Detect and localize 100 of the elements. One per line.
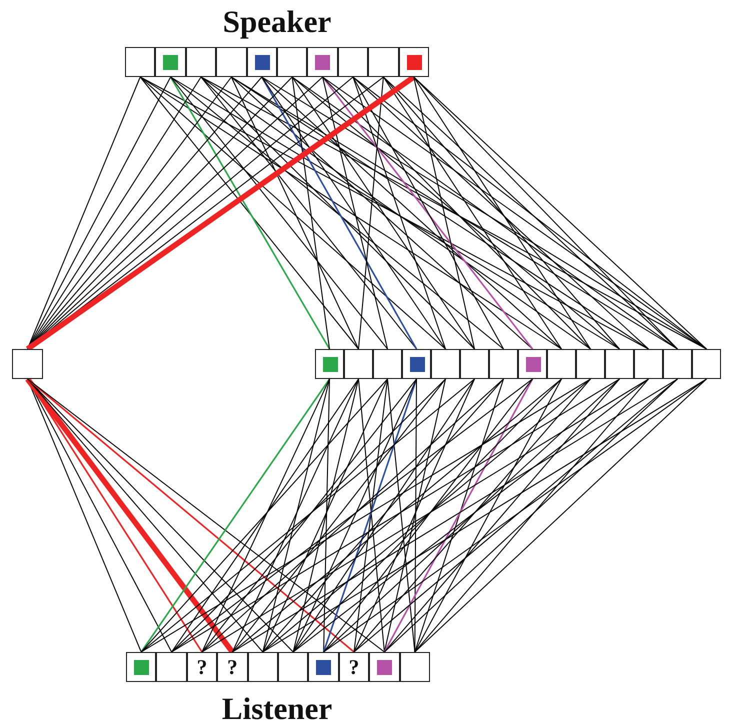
cell-box bbox=[576, 349, 605, 379]
connector-line bbox=[140, 378, 330, 652]
cell-box bbox=[663, 349, 692, 379]
connector-line bbox=[232, 378, 562, 652]
cell-box bbox=[338, 47, 368, 77]
connector-line bbox=[262, 378, 504, 652]
connector-line bbox=[170, 76, 504, 350]
connector-line bbox=[170, 76, 330, 350]
connector-line bbox=[352, 76, 446, 350]
connector-line bbox=[230, 76, 359, 350]
question-mark: ? bbox=[196, 656, 208, 678]
connector-line bbox=[323, 378, 330, 652]
connector-line bbox=[171, 378, 533, 652]
connector-line bbox=[200, 76, 417, 350]
cell-box bbox=[248, 652, 278, 682]
row-title: Speaker bbox=[222, 6, 332, 37]
connector-line bbox=[292, 76, 475, 350]
connector-line bbox=[322, 76, 534, 350]
connector-line bbox=[354, 378, 591, 652]
cell-box bbox=[460, 349, 489, 379]
cell-box bbox=[692, 349, 721, 379]
question-mark: ? bbox=[227, 656, 238, 678]
connector-line bbox=[200, 76, 475, 350]
connector-line bbox=[292, 76, 620, 350]
cell-box bbox=[373, 349, 402, 379]
row-title: Listener bbox=[222, 693, 332, 724]
connector-line bbox=[292, 378, 359, 652]
connector-line bbox=[384, 378, 446, 652]
cell-box bbox=[186, 652, 218, 682]
cell-box bbox=[216, 47, 247, 77]
connector-line bbox=[232, 378, 446, 652]
cell-box bbox=[315, 349, 344, 379]
cell-box bbox=[307, 47, 338, 77]
connector-line bbox=[202, 378, 417, 652]
cell-box bbox=[634, 349, 663, 379]
cell-box bbox=[489, 349, 518, 379]
connector-line bbox=[323, 378, 533, 652]
connector-line bbox=[232, 378, 359, 652]
cell-box bbox=[518, 349, 547, 379]
cell-box bbox=[277, 47, 308, 77]
cell-box bbox=[369, 652, 400, 682]
connector-line bbox=[202, 378, 330, 652]
cell-box bbox=[246, 47, 277, 77]
connector-line bbox=[262, 378, 330, 652]
connector-line bbox=[261, 76, 446, 350]
connector-line bbox=[322, 76, 388, 350]
cell-box bbox=[400, 652, 430, 682]
connector-line bbox=[262, 378, 388, 652]
connector-line bbox=[358, 378, 385, 652]
connector-line bbox=[292, 378, 417, 652]
cell-box bbox=[605, 349, 634, 379]
connector-line bbox=[354, 378, 475, 652]
cell-box bbox=[402, 349, 431, 379]
connector-line bbox=[358, 76, 384, 350]
cell-box bbox=[278, 652, 308, 682]
connector-line bbox=[140, 378, 475, 652]
connector-line bbox=[414, 378, 417, 652]
connector-line bbox=[414, 378, 649, 652]
connector-line bbox=[170, 76, 388, 350]
cell-box bbox=[126, 652, 156, 682]
connector-line bbox=[384, 378, 534, 652]
connector-line bbox=[292, 378, 562, 652]
connector-line bbox=[382, 76, 620, 350]
connector-line bbox=[414, 378, 504, 652]
cell-box bbox=[547, 349, 576, 379]
connector-line bbox=[262, 378, 591, 652]
connector-line bbox=[292, 378, 475, 652]
connector-line bbox=[354, 378, 388, 652]
connector-line bbox=[387, 378, 416, 652]
connector-line bbox=[261, 76, 418, 350]
connector-line bbox=[322, 76, 591, 350]
cell-box bbox=[368, 47, 399, 77]
connector-line bbox=[352, 76, 504, 350]
connector-line bbox=[171, 378, 359, 652]
cell-box bbox=[156, 652, 187, 682]
cell-box bbox=[308, 652, 339, 682]
cell-box bbox=[344, 349, 373, 379]
cell-box bbox=[431, 349, 460, 379]
connector-line bbox=[202, 378, 504, 652]
cell-box bbox=[186, 47, 216, 77]
cell-box bbox=[217, 652, 248, 682]
connector-line bbox=[413, 76, 475, 350]
connector-line bbox=[171, 378, 446, 652]
connector-line bbox=[382, 76, 562, 350]
question-mark: ? bbox=[348, 656, 360, 678]
connector-line bbox=[413, 76, 591, 350]
connector-line bbox=[292, 76, 330, 350]
connector-line bbox=[352, 76, 649, 350]
connector-line bbox=[140, 76, 359, 350]
connector-line bbox=[414, 378, 562, 652]
connector-line bbox=[140, 76, 446, 350]
connector-line bbox=[414, 378, 707, 652]
connector-line bbox=[140, 378, 388, 652]
cell-box bbox=[12, 349, 43, 379]
cell-box bbox=[125, 47, 156, 77]
cell-box bbox=[155, 47, 186, 77]
connector-line bbox=[292, 378, 649, 652]
cell-box bbox=[398, 47, 429, 77]
connector-line bbox=[384, 378, 620, 652]
connector-line bbox=[261, 76, 562, 350]
